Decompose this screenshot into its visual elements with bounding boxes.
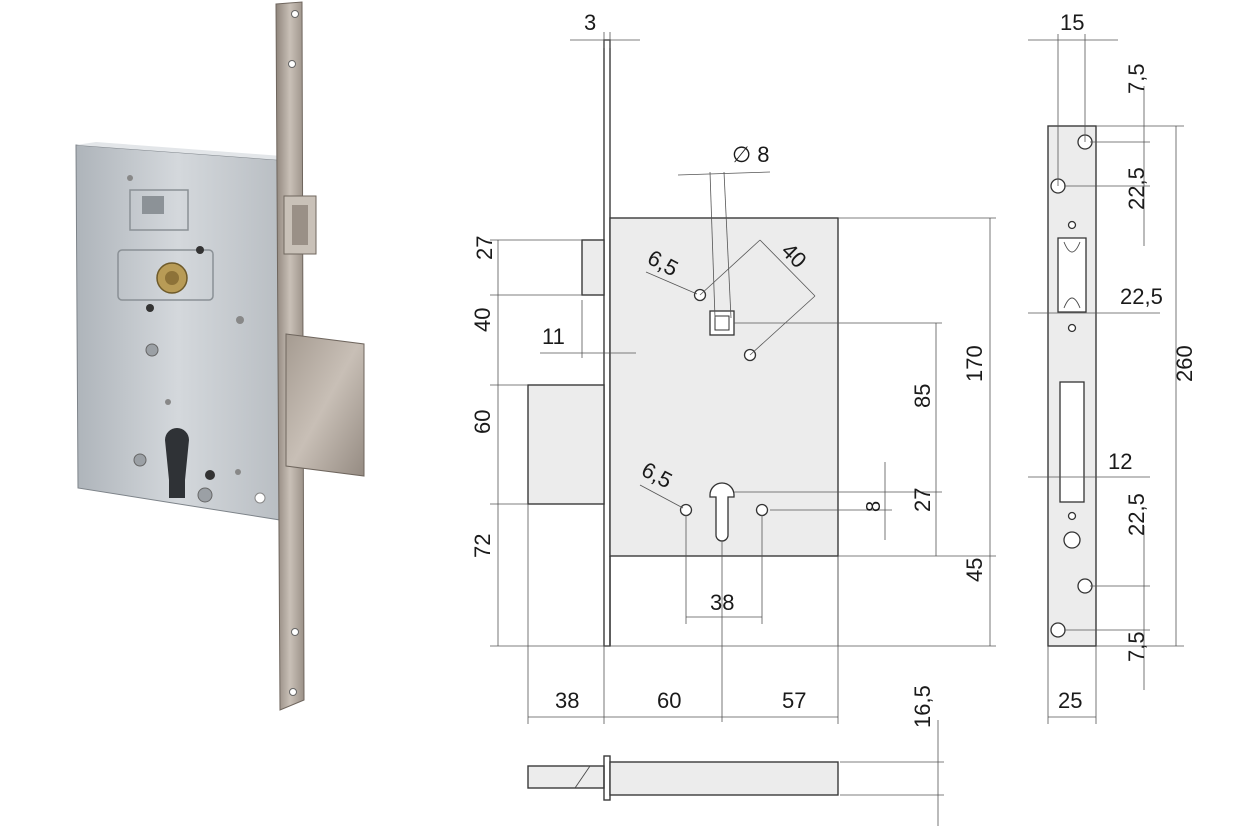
- dim-latch-projection: 11: [542, 324, 565, 349]
- dim-keyhole-27: 27: [910, 488, 935, 512]
- dim-bolt-height: 60: [470, 410, 495, 434]
- bottom-bolt: [527, 765, 605, 789]
- bottom-case: [609, 761, 839, 796]
- dim-case-height: 170: [962, 345, 987, 382]
- faceplate-cylinder-hole-icon: [1063, 531, 1081, 549]
- dim-cylinder-width: 38: [710, 590, 734, 615]
- dim-hole-spacing-top: 22,5: [1124, 167, 1149, 210]
- screw-hole-lower-right-icon: [755, 503, 769, 517]
- dim-bottom-margin: 7,5: [1124, 631, 1149, 662]
- cylinder-keyhole-icon: [709, 482, 735, 542]
- dim-slot-width: 12: [1108, 449, 1132, 474]
- screw-hole-lower-left-icon: [679, 503, 693, 517]
- dim-total-length: 260: [1172, 345, 1197, 382]
- faceplate-hole-4-icon: [1050, 622, 1066, 638]
- bottom-faceplate: [603, 755, 611, 801]
- dim-top-margin: 7,5: [1124, 63, 1149, 94]
- latch-opening-icon: [1057, 237, 1087, 313]
- faceplate-strip: [603, 39, 611, 647]
- dead-bolt: [527, 384, 605, 505]
- dim-center-distance: 85: [910, 384, 935, 408]
- bolt-opening-icon: [1059, 381, 1085, 503]
- dim-pin-diameter: ∅ 8: [732, 142, 770, 167]
- latch: [581, 239, 605, 296]
- dim-bottom-section: 72: [470, 534, 495, 558]
- dim-latch-gap: 40: [470, 308, 495, 332]
- dim-keyhole-8: 8: [863, 501, 885, 512]
- dim-backset: 60: [657, 688, 681, 713]
- dim-bolt-throw: 38: [555, 688, 579, 713]
- dim-faceplate-thickness: 3: [584, 10, 596, 35]
- follower-square-icon: [709, 310, 735, 336]
- dim-right-spacing: 22,5: [1120, 284, 1163, 309]
- dim-latch-height: 27: [472, 236, 497, 260]
- faceplate-hole-3-icon: [1077, 578, 1093, 594]
- bottom-view: 16,5: [527, 685, 944, 826]
- front-view: 3 ∅ 8 6,5 40 27 40 11 60 72: [470, 10, 996, 724]
- dim-bottom-extension: 45: [962, 558, 987, 582]
- dim-right-extension: 57: [782, 688, 806, 713]
- dim-faceplate-width-bottom: 25: [1058, 688, 1082, 713]
- lock-photo-icon: [75, 1, 365, 711]
- faceplate-view: 15 7,5 22,5 22,5 260 12 22,5 7,5 25: [1028, 10, 1197, 724]
- dim-bottom-thickness: 16,5: [910, 685, 935, 728]
- dim-hole-spacing-bottom: 22,5: [1124, 493, 1149, 536]
- dim-faceplate-width-top: 15: [1060, 10, 1084, 35]
